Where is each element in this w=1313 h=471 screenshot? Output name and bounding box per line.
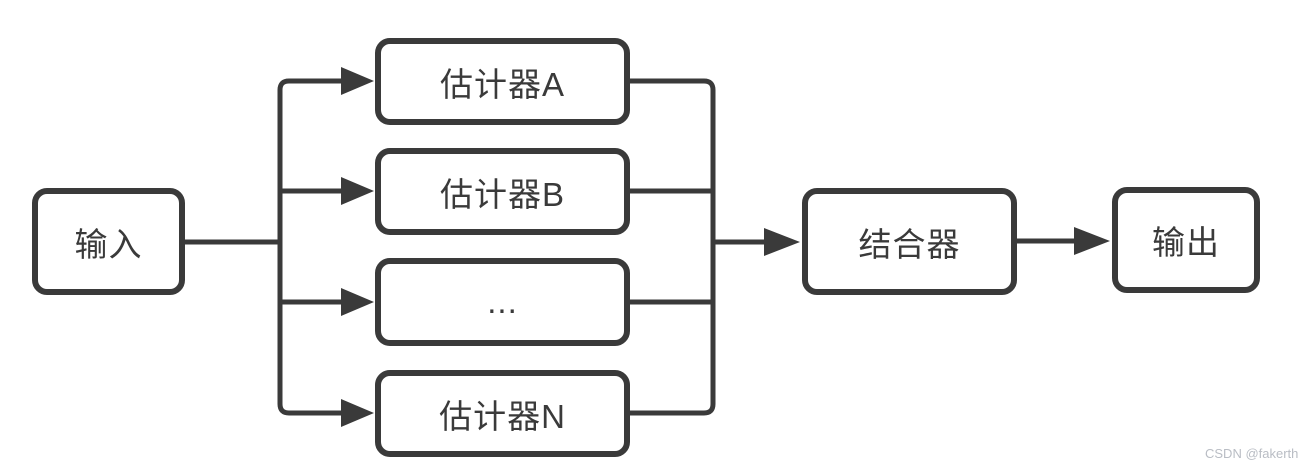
node-estimator-ellipsis-label: ... bbox=[487, 283, 518, 320]
node-input: 输入 bbox=[32, 188, 185, 295]
node-estimator-a-label: 估计器A bbox=[439, 65, 565, 103]
node-combiner-label: 结合器 bbox=[858, 225, 961, 263]
watermark: CSDN @fakerth bbox=[1205, 446, 1299, 461]
node-combiner: 结合器 bbox=[802, 188, 1017, 295]
arrowhead-estimator-n-icon bbox=[341, 399, 374, 427]
node-output-label: 输出 bbox=[1152, 224, 1220, 261]
arrowhead-estimator-b-icon bbox=[341, 177, 374, 205]
node-estimator-ellipsis: ... bbox=[375, 258, 630, 346]
node-estimator-n-label: 估计器N bbox=[439, 397, 566, 435]
node-estimator-b-label: 估计器B bbox=[439, 175, 565, 213]
node-estimator-b: 估计器B bbox=[375, 148, 630, 235]
node-estimator-a: 估计器A bbox=[375, 38, 630, 125]
node-output: 输出 bbox=[1112, 187, 1260, 293]
arrowhead-combiner-icon bbox=[764, 228, 800, 256]
arrowhead-estimator-ellipsis-icon bbox=[341, 288, 374, 316]
edge-fanin-spine bbox=[630, 78, 716, 416]
edge-fanout-spine bbox=[277, 78, 342, 416]
node-input-label: 输入 bbox=[74, 225, 143, 263]
node-estimator-n: 估计器N bbox=[375, 370, 630, 457]
arrowhead-output-icon bbox=[1074, 227, 1110, 255]
arrowhead-estimator-a-icon bbox=[341, 67, 374, 95]
